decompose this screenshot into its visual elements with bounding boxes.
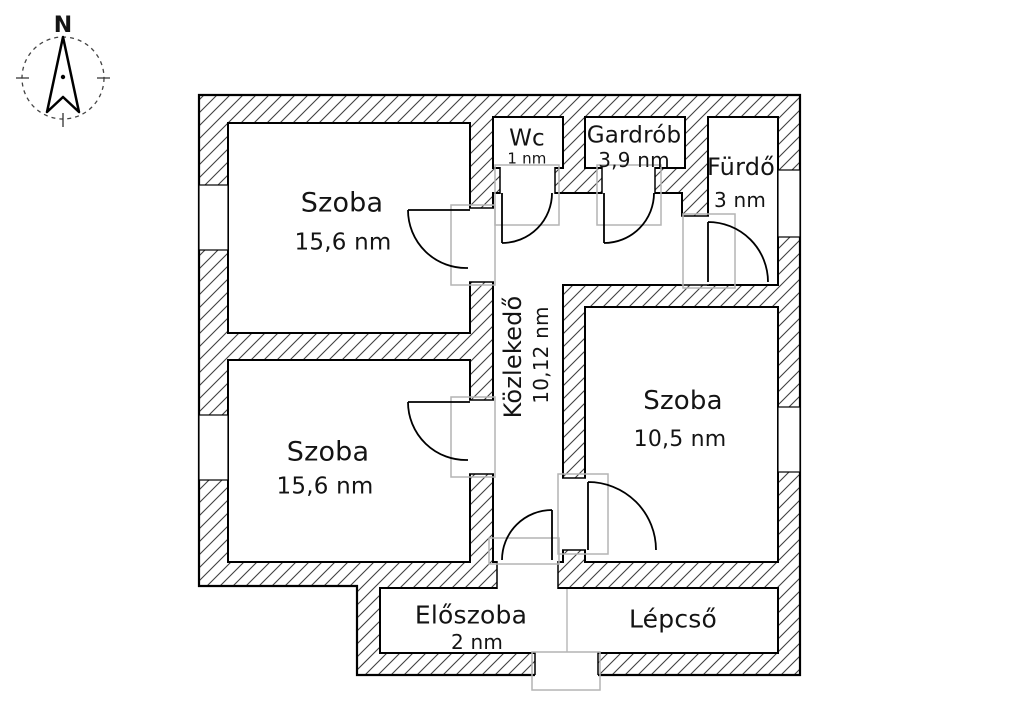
room-label-kozlekedo: Közlekedő (499, 295, 527, 419)
room-area-kozlekedo: 10,12 nm (529, 306, 553, 404)
door-arc-gardrob (603, 192, 655, 244)
compass-tick-marks (16, 77, 110, 127)
opening-wc (500, 167, 555, 194)
room-wc (492, 116, 564, 169)
room-gardrob (584, 116, 686, 169)
opening-entrance (535, 652, 598, 677)
window-left-bottom (198, 414, 229, 481)
compass-center-dot (60, 74, 66, 80)
window-right-szoba (777, 406, 801, 473)
opening-gardrob (602, 167, 655, 194)
door-arc-szoba-bottom-left (407, 401, 470, 461)
compass (16, 35, 110, 127)
windows (198, 169, 801, 481)
room-area-szoba-bottom-left: 15,6 nm (276, 473, 374, 500)
door-arc-szoba-right (587, 481, 657, 551)
compass-north-arrow (45, 35, 81, 114)
opening-szoba-right (562, 478, 586, 550)
window-right-furdo (777, 169, 801, 238)
room-szoba-right (584, 306, 779, 563)
room-area-wc: 1 nm (507, 149, 547, 168)
door-arc-kozlekedo (501, 509, 553, 561)
window-left-top (198, 184, 229, 251)
room-label-wc: Wc (509, 125, 545, 152)
room-label-lepcso: Lépcső (628, 604, 718, 634)
room-area-gardrob: 3,9 nm (598, 148, 670, 172)
door-arc-szoba-top-left (407, 209, 470, 269)
compass-north-label: N (53, 13, 73, 38)
room-label-szoba-top-left: Szoba (300, 187, 384, 219)
door-swings (407, 192, 769, 561)
opening-szoba-top-left (469, 208, 494, 282)
room-area-szoba-right: 10,5 nm (633, 427, 727, 452)
room-area-eloszoba: 2 nm (450, 630, 504, 654)
room-label-szoba-bottom-left: Szoba (286, 436, 370, 468)
room-szoba-top-left (227, 122, 471, 334)
opening-kozlekedo-eloszoba (497, 561, 558, 589)
room-label-gardrob: Gardrób (586, 122, 682, 149)
room-kozlekedo-corridor (492, 192, 683, 563)
room-label-eloszoba: Előszoba (414, 600, 528, 630)
opening-furdo (681, 216, 709, 285)
room-label-furdo: Fürdő (706, 153, 776, 181)
door-arc-wc (501, 192, 553, 244)
room-label-szoba-right: Szoba (643, 386, 723, 416)
door-frames (450, 164, 736, 691)
door-openings (469, 167, 709, 677)
room-area-szoba-top-left: 15,6 nm (294, 229, 392, 256)
door-arc-furdo (707, 221, 769, 283)
opening-szoba-bottom-left (469, 400, 494, 474)
room-area-furdo: 3 nm (713, 188, 767, 212)
